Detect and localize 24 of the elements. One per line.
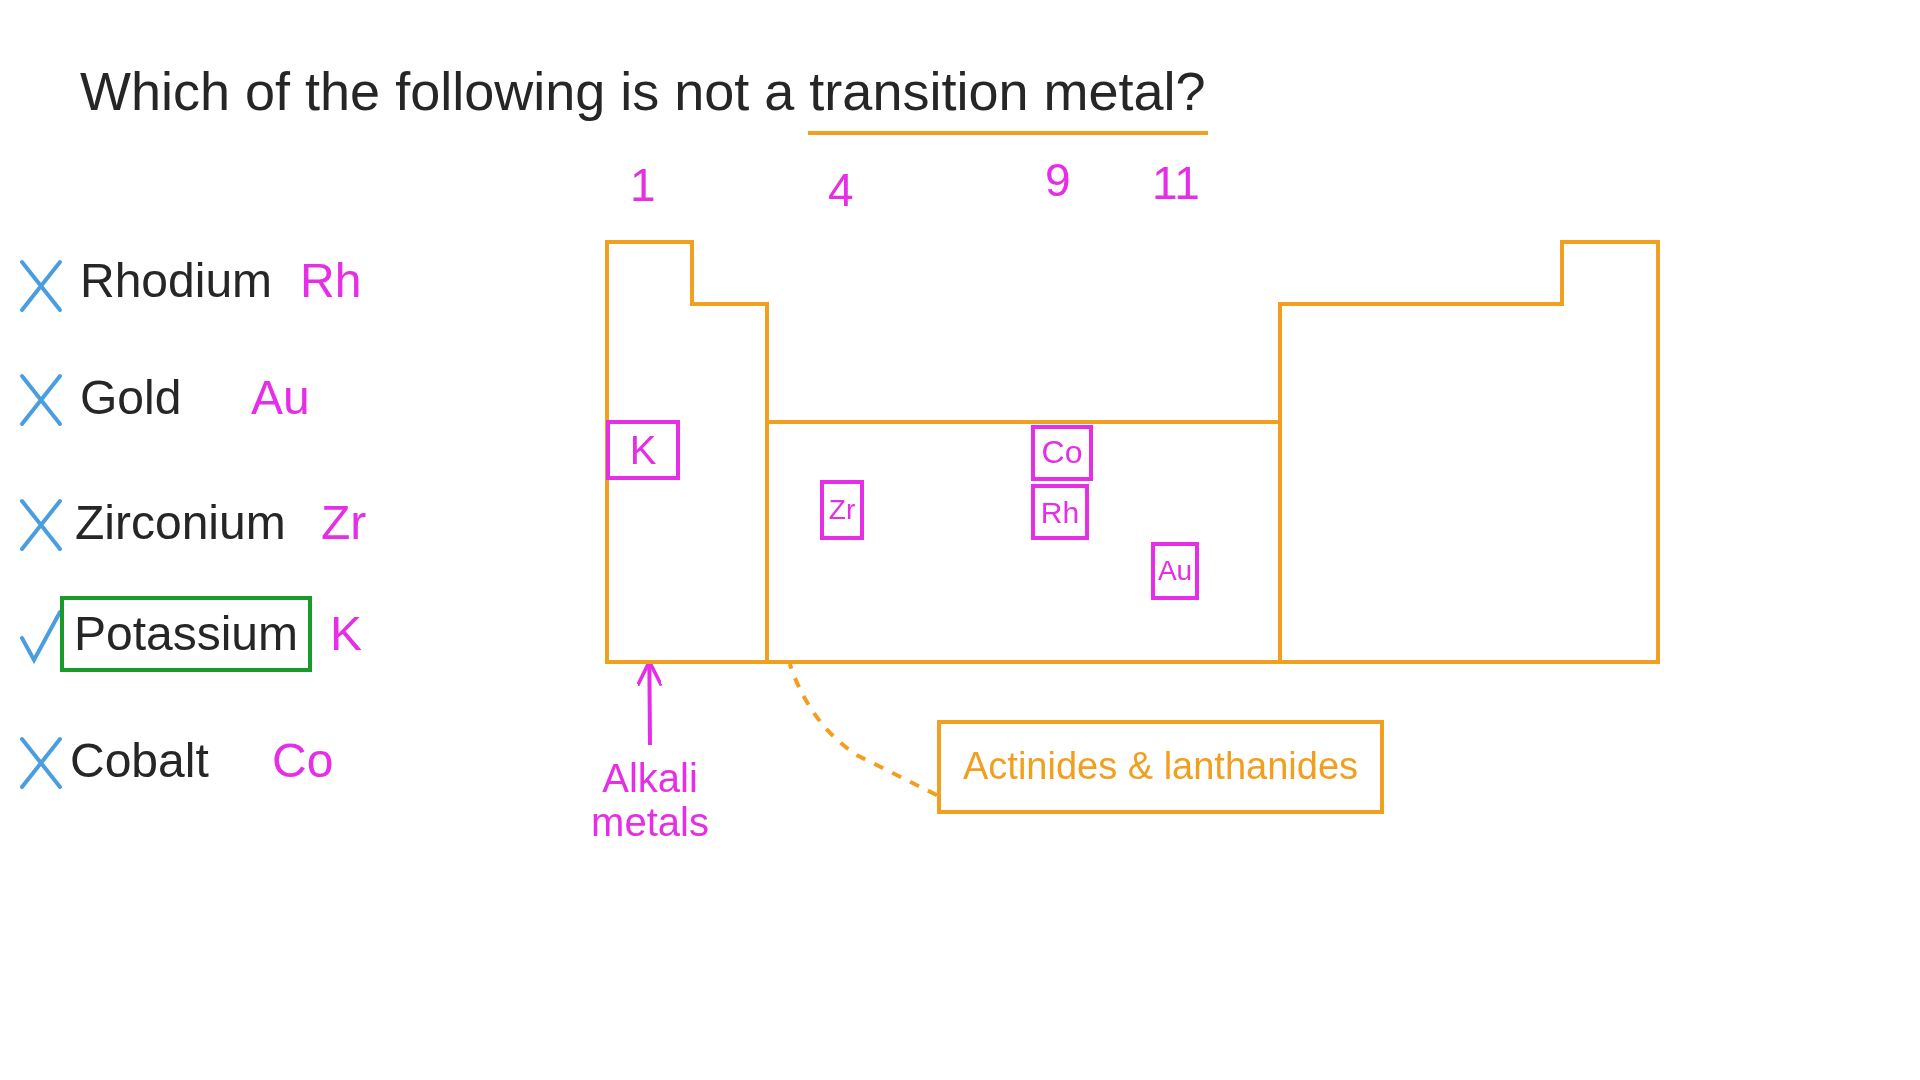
element-tile: K	[606, 420, 680, 480]
element-tile: Au	[1151, 542, 1199, 600]
element-symbol: Zr	[321, 497, 367, 550]
note-box: Actinides & lanthanides	[937, 720, 1384, 814]
annotation-text: Alkali metals	[585, 745, 715, 855]
element-name: Cobalt	[70, 735, 209, 788]
leader-line	[787, 663, 938, 797]
element-symbol: Rh	[300, 255, 362, 308]
element-name: Zirconium	[75, 497, 286, 550]
element-symbol: Co	[272, 735, 334, 788]
highlighted-answer: Potassium	[60, 596, 312, 672]
element-tile: Zr	[820, 480, 864, 540]
element-name: Gold	[80, 372, 182, 425]
element-tile: Co	[1031, 425, 1093, 481]
element-symbol: K	[330, 608, 362, 661]
group-number: 9	[1045, 155, 1071, 206]
group-number: 1	[630, 160, 656, 211]
group-number: 11	[1152, 158, 1200, 209]
question-title: Which of the following is not a transition metal?	[80, 62, 1206, 122]
periodic-table-outline	[605, 240, 1661, 664]
group-number: 4	[828, 165, 854, 216]
element-tile: Rh	[1031, 484, 1089, 540]
element-name: Rhodium	[80, 255, 273, 308]
element-symbol: Au	[251, 372, 310, 425]
